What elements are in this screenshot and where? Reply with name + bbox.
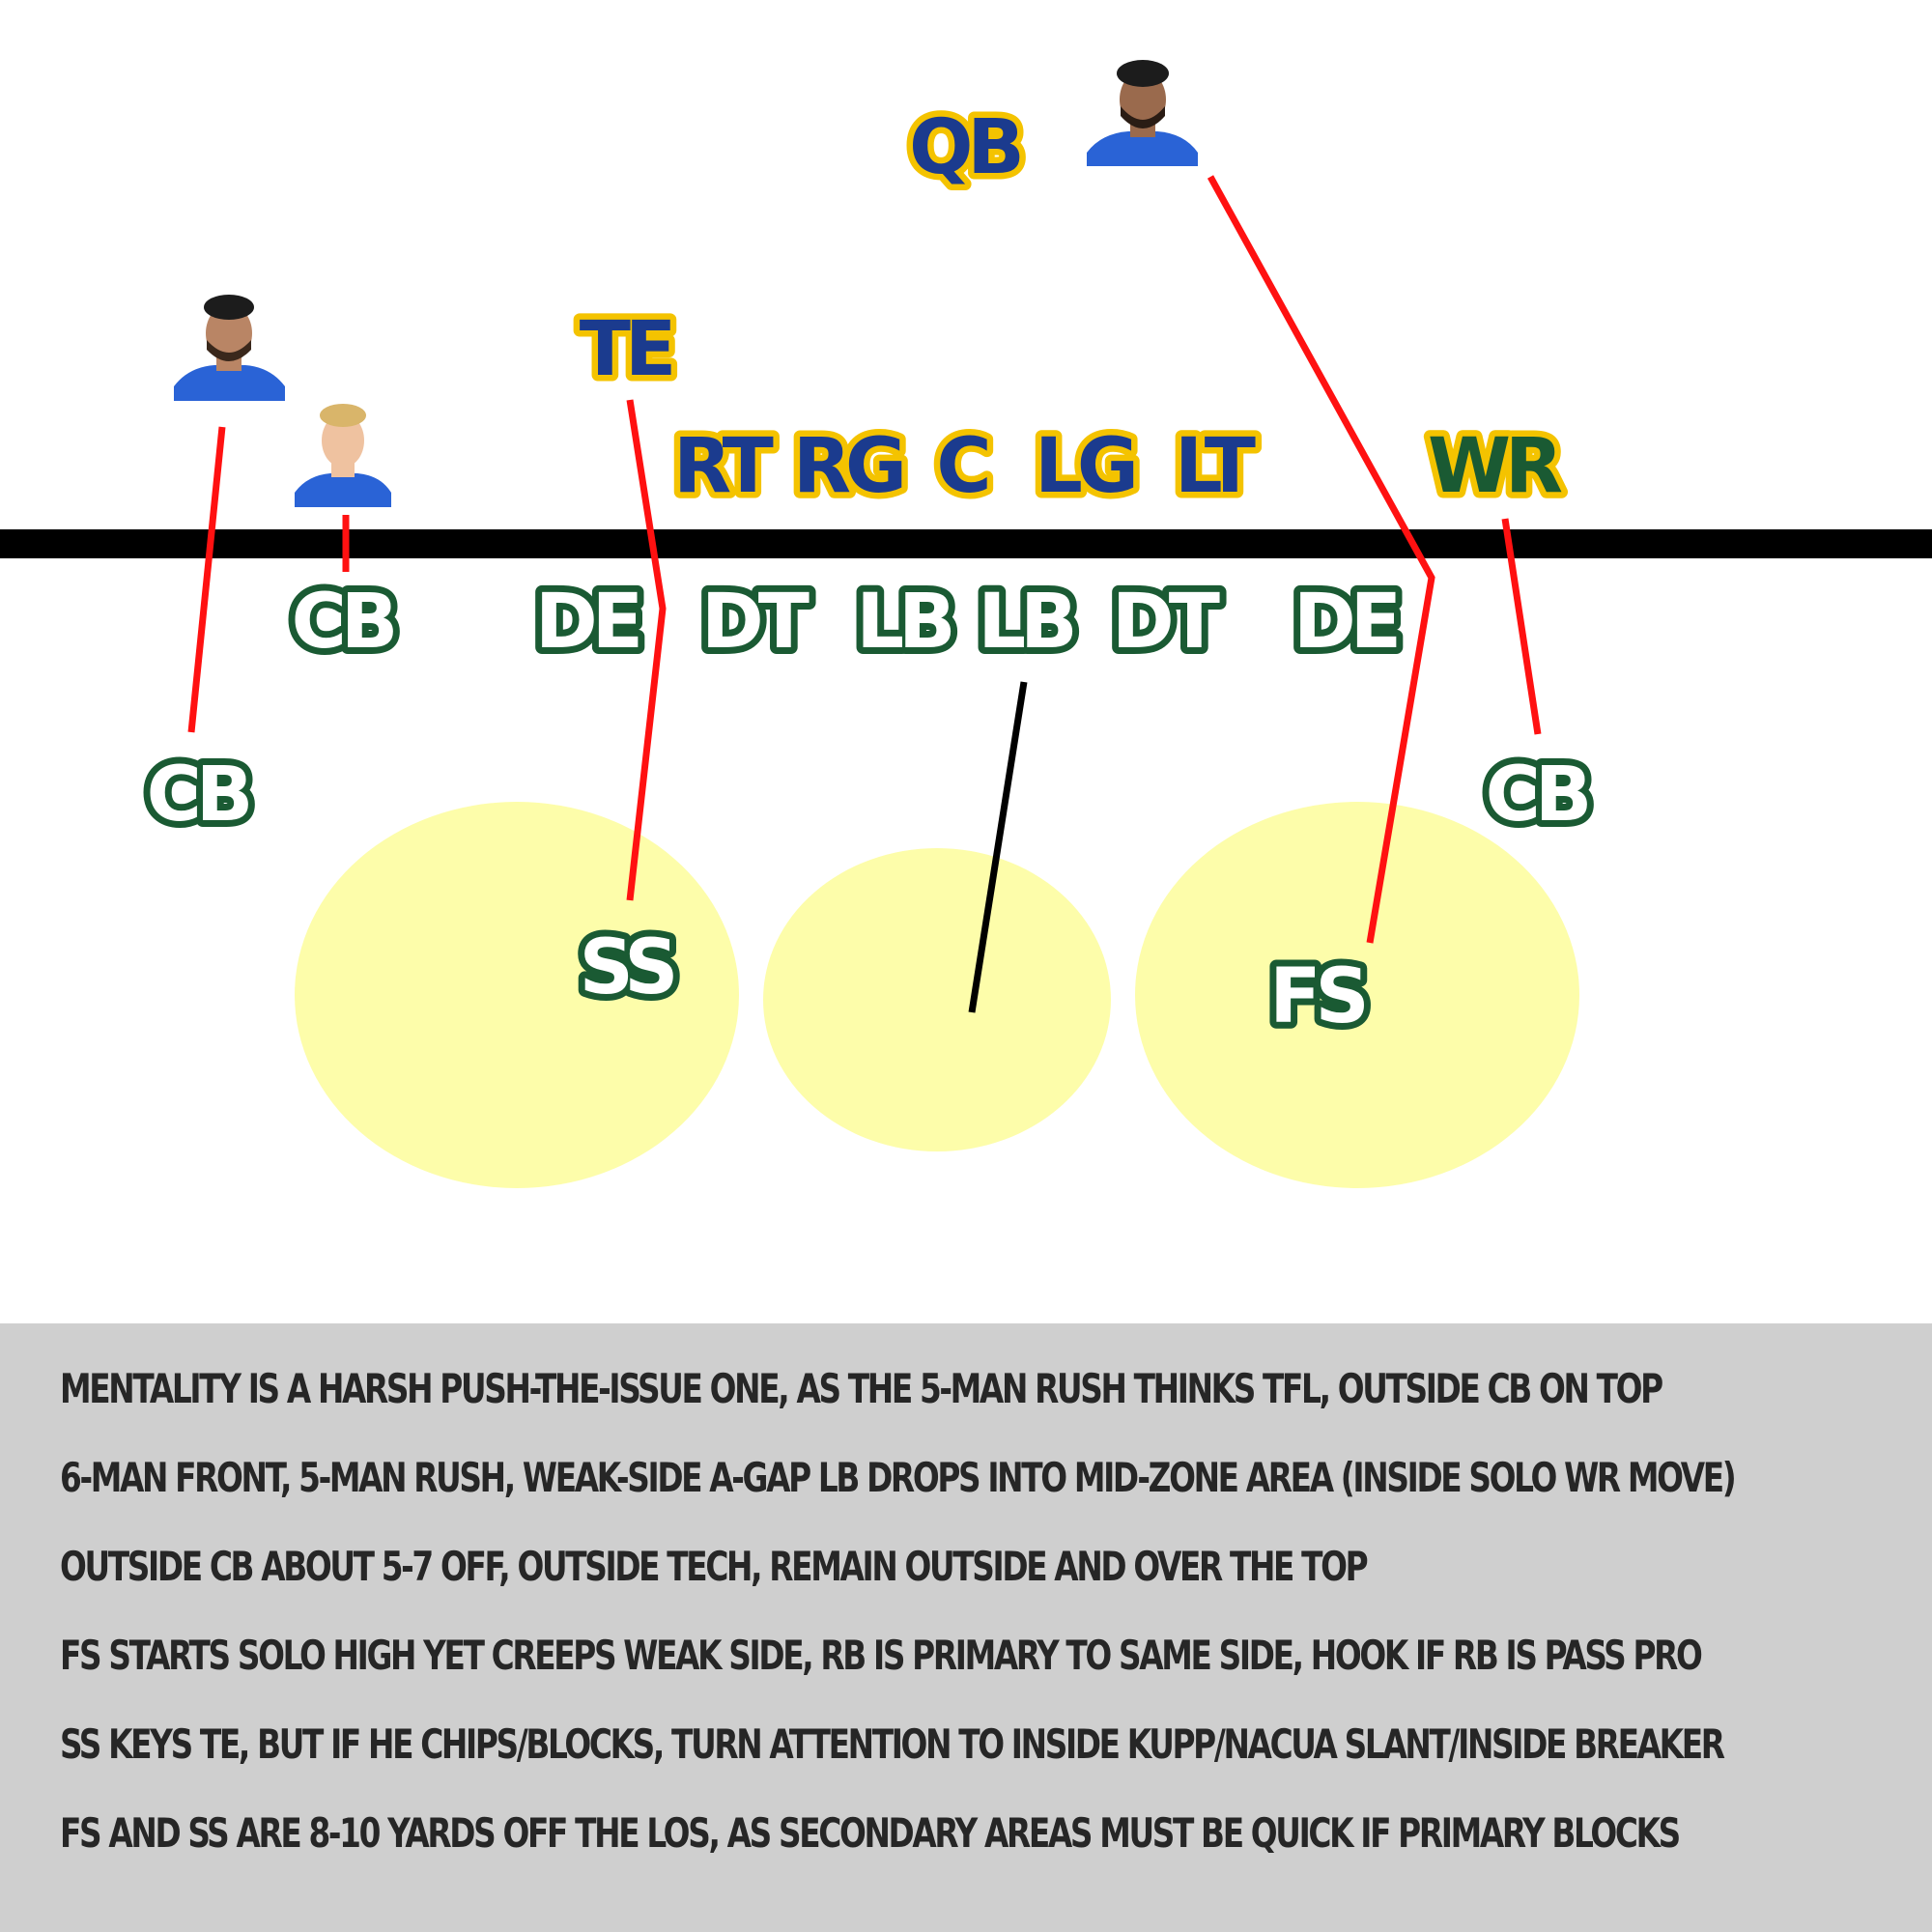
de-right-label: DE (1293, 579, 1397, 666)
cb-deep-left-label: CB (147, 752, 248, 838)
route-line-qb-to-fs (1207, 175, 1435, 944)
dt-left-label: DT (701, 579, 810, 666)
rt-label: RT (673, 423, 774, 510)
lb-left-label: LB (856, 579, 951, 666)
lt-label: LT (1175, 423, 1256, 510)
route-line-wr-to-cb (1501, 518, 1542, 735)
zone-middle (763, 848, 1111, 1151)
te-label: TE (580, 306, 671, 393)
route-line-cb-deep-left (187, 426, 226, 733)
note-line-2: 6-MAN FRONT, 5-MAN RUSH, WEAK-SIDE A-GAP… (60, 1454, 1737, 1501)
zone-right (1135, 802, 1579, 1188)
play-diagram: QB TE RT RG C LG LT WR CB DE DT LB LB DT… (0, 53, 1932, 1188)
note-line-5: SS KEYS TE, BUT IF HE CHIPS/BLOCKS, TURN… (60, 1720, 1725, 1768)
lb-drop-line (968, 681, 1028, 1013)
de-left-label: DE (535, 579, 639, 666)
note-line-4: FS STARTS SOLO HIGH YET CREEPS WEAK SIDE… (60, 1632, 1703, 1679)
wr-label: WR (1428, 423, 1562, 510)
fs-label: FS (1269, 953, 1364, 1040)
line-of-scrimmage (0, 529, 1932, 558)
route-line-te-to-ss (626, 399, 667, 901)
player-photo-wr-outside (174, 290, 285, 401)
note-line-1: MENTALITY IS A HARSH PUSH-THE-ISSUE ONE,… (60, 1365, 1663, 1412)
ss-label: SS (580, 924, 674, 1011)
lg-label: LG (1035, 423, 1134, 510)
player-photo-qb (1087, 53, 1198, 166)
cb-right-label: CB (1486, 752, 1587, 838)
note-line-6: FS AND SS ARE 8-10 YARDS OFF THE LOS, AS… (60, 1809, 1681, 1857)
lb-right-label: LB (978, 579, 1072, 666)
qb-label: QB (909, 104, 1019, 191)
note-line-3: OUTSIDE CB ABOUT 5-7 OFF, OUTSIDE TECH, … (60, 1543, 1369, 1590)
coaching-notes-panel: MENTALITY IS A HARSH PUSH-THE-ISSUE ONE,… (0, 1323, 1932, 1932)
player-photo-wr-slot (295, 396, 391, 507)
c-label: C (936, 423, 987, 510)
rg-label: RG (793, 423, 902, 510)
dt-right-label: DT (1112, 579, 1220, 666)
cb-press-left-label: CB (292, 579, 393, 666)
